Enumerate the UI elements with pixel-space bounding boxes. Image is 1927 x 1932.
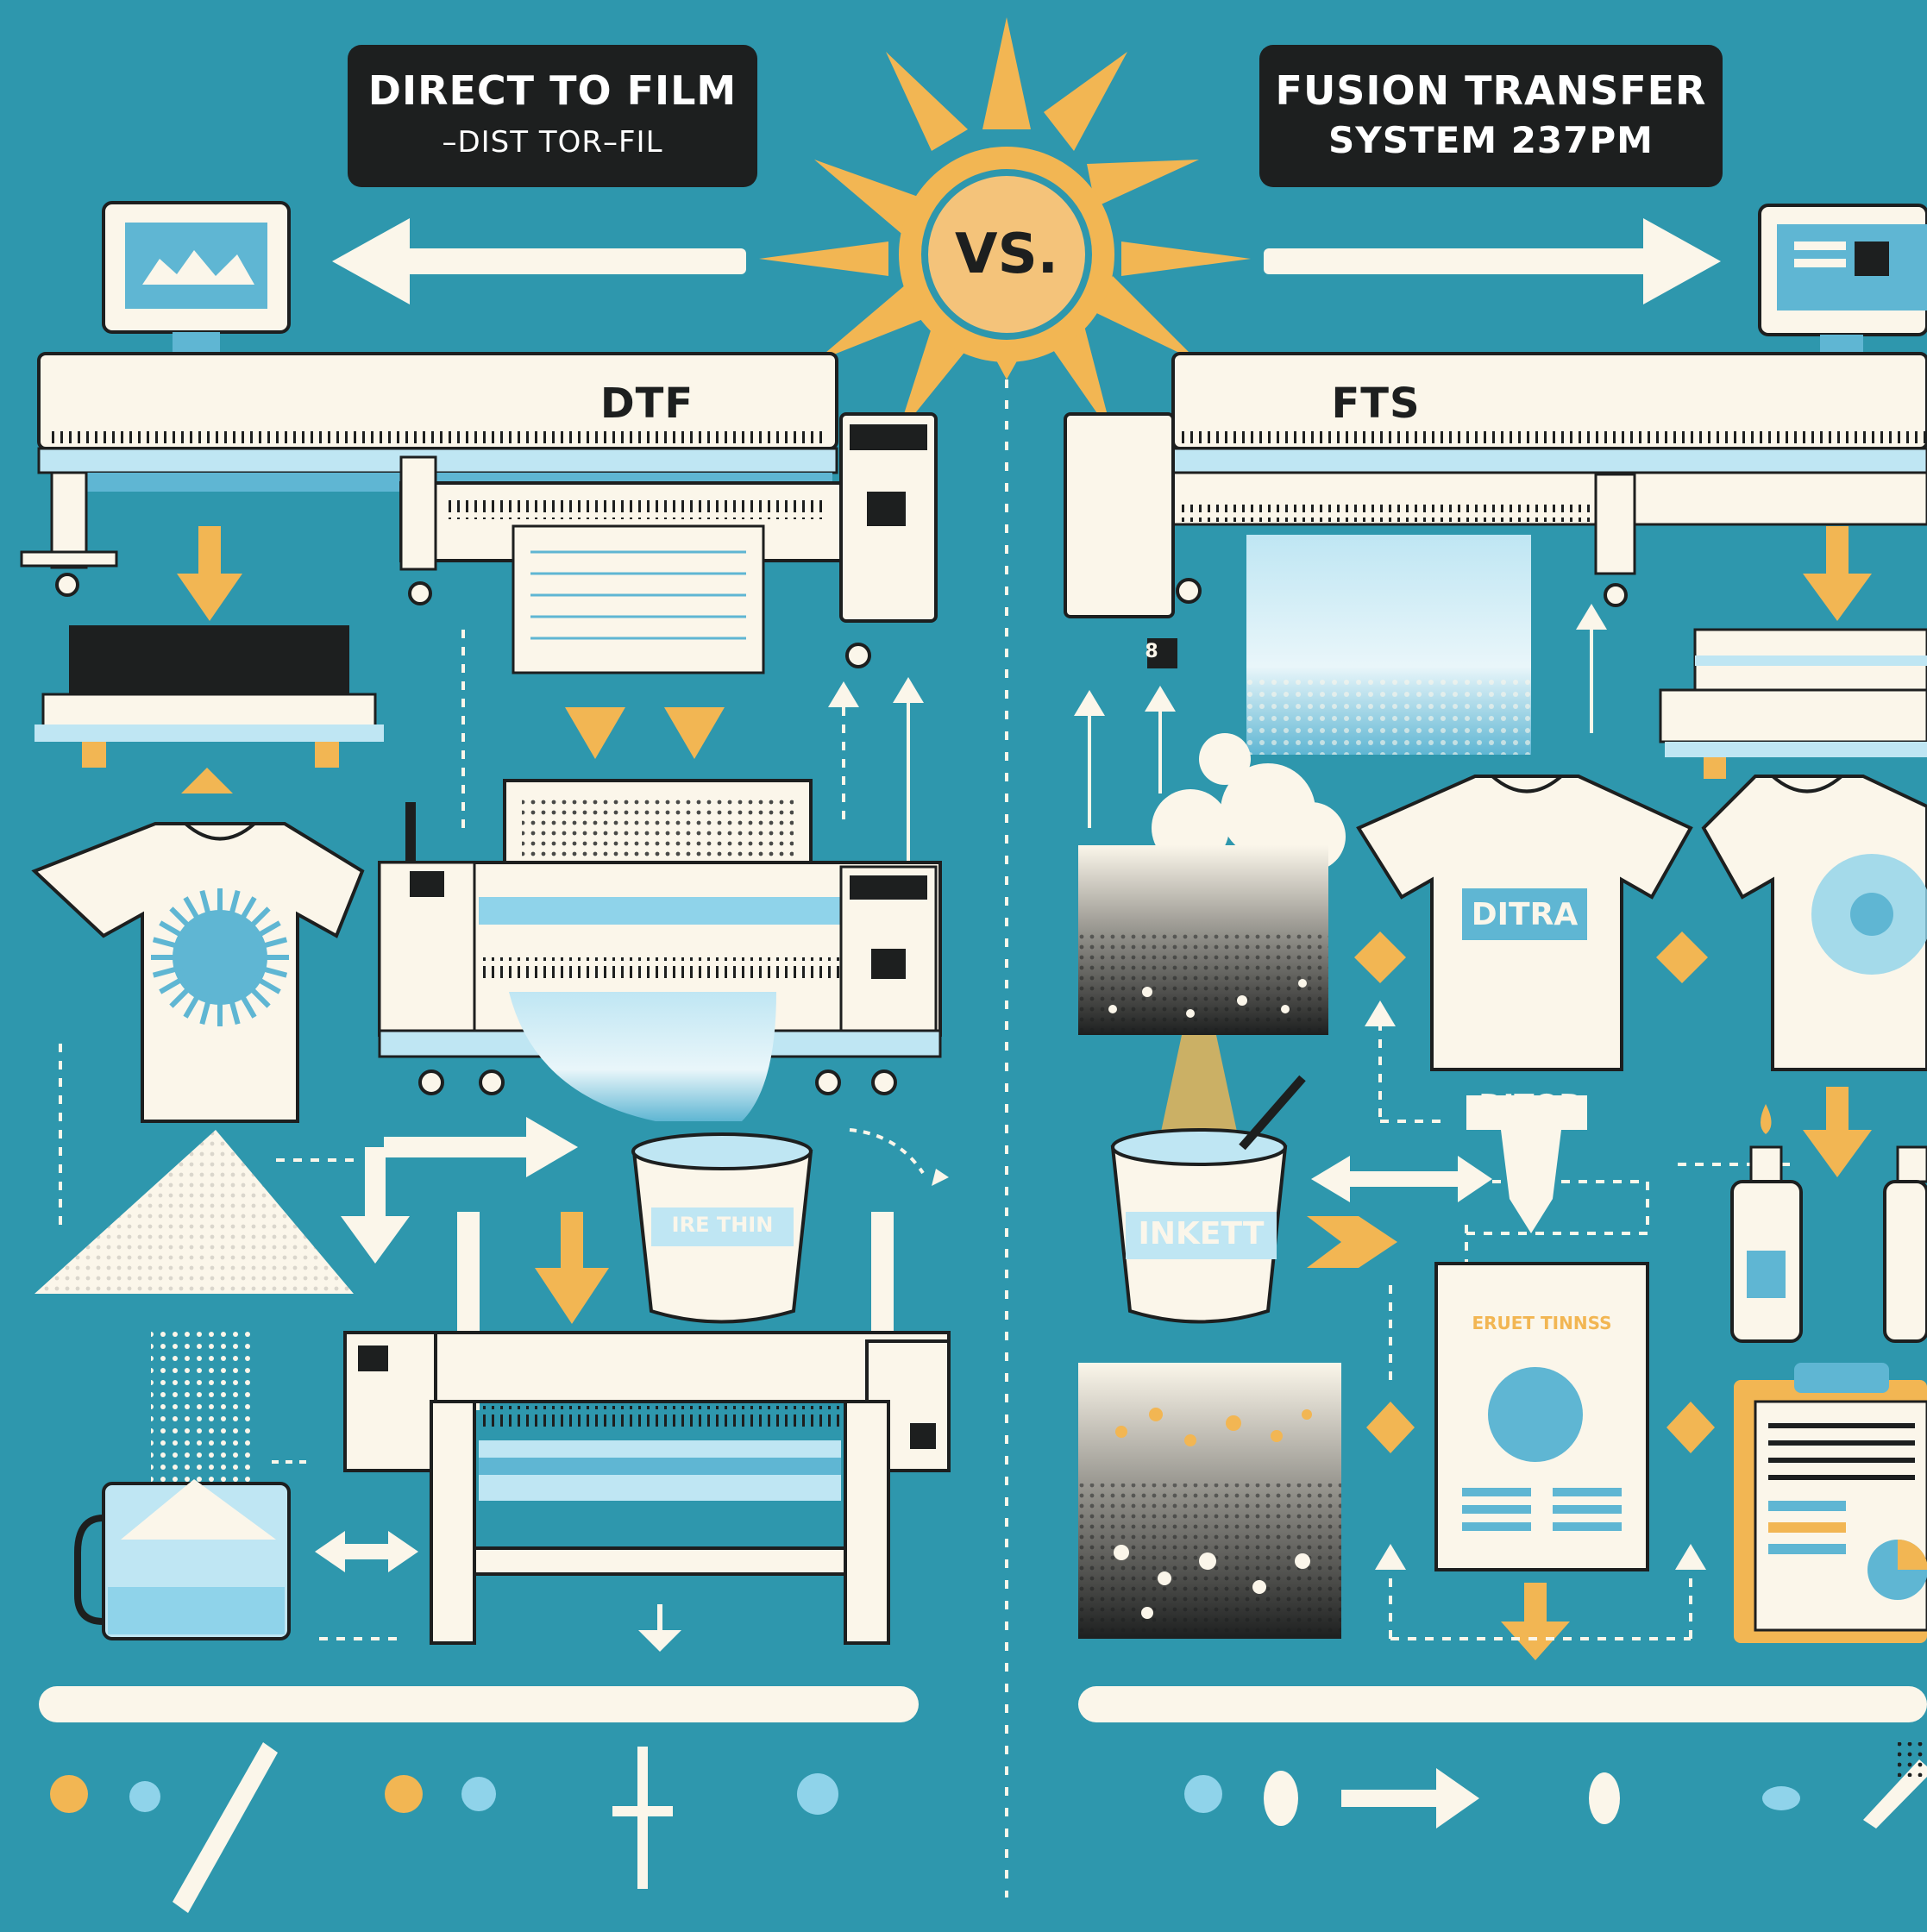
right-header-subtitle: SYSTEM 237PM <box>1328 119 1654 161</box>
spray-stream <box>1156 1035 1242 1156</box>
pen-icon-right <box>1863 1742 1927 1828</box>
bottle-icon-1 <box>1730 1104 1803 1343</box>
diamond-right-2 <box>1667 1402 1715 1453</box>
burst-ray <box>256 964 288 978</box>
monitor-icon-right <box>1758 204 1927 367</box>
falling-powder <box>151 1328 254 1501</box>
powder-pile-icon <box>35 1130 354 1294</box>
left-bucket-label: IRE THIN <box>671 1213 774 1237</box>
heat-press-icon-right <box>1659 628 1927 779</box>
arrow-down-left-pair <box>565 707 725 759</box>
left-printer-caption: DIHIT <box>618 1548 702 1578</box>
burst-ray <box>159 974 188 994</box>
printer-icon-dtf-bottom <box>343 1331 951 1645</box>
mug-icon <box>74 1479 291 1640</box>
burst-ray <box>169 906 195 932</box>
left-header-subtitle: –DIST TOR–FIL <box>442 125 663 160</box>
pencil-icon <box>173 1742 278 1913</box>
fts-printer-label: FTS <box>1331 380 1421 428</box>
printer-icon-dtf-middle <box>378 779 942 1121</box>
burst-ray <box>227 889 241 921</box>
diamond-right <box>1656 932 1708 983</box>
monitor-icon-left <box>102 201 291 367</box>
burst-ray <box>199 994 213 1026</box>
clipboard-icon <box>1734 1363 1927 1643</box>
dotted-curve-left <box>849 1128 925 1175</box>
bottom-bar-left <box>39 1686 919 1722</box>
dtf-printer-label: DTF <box>599 380 694 428</box>
left-header-title: DIRECT TO FILM <box>367 67 738 114</box>
burst-ray <box>159 920 188 941</box>
sprout-icon <box>612 1747 673 1889</box>
tshirt-icon-right-2 <box>1701 775 1927 1071</box>
poster-icon <box>1434 1262 1649 1571</box>
burst-ray <box>252 920 281 941</box>
printer-icon-dtf-top <box>20 352 938 674</box>
sun-icon <box>759 17 1251 436</box>
burst-ray <box>252 974 281 994</box>
burst-ray <box>152 937 184 950</box>
burst-ray <box>245 906 271 932</box>
arrow-down-right-2 <box>1803 1087 1872 1177</box>
arrow-left-top <box>332 218 746 304</box>
ink-bucket-icon-right <box>1110 1075 1306 1324</box>
arrow-right-top <box>1264 218 1721 304</box>
burst-ray <box>199 889 213 921</box>
arrow-bracket-left <box>365 1137 539 1225</box>
arrow-down-right-1 <box>1803 526 1872 621</box>
burst-ray <box>183 896 204 925</box>
bottom-bar-right <box>1078 1686 1927 1722</box>
shirt-caption: DITOD <box>1478 1088 1584 1123</box>
diamond-left-2 <box>1366 1402 1415 1453</box>
burst-ray <box>256 937 288 950</box>
tshirt-icon-right-1 <box>1356 775 1693 1071</box>
tshirt-icon-left <box>31 822 365 1123</box>
burst-ray <box>169 982 195 1008</box>
left-header-box <box>348 45 757 187</box>
poster-title: ERUET TINNSS <box>1472 1313 1612 1333</box>
right-header-title: FUSION TRANSFER <box>1275 67 1707 114</box>
right-bucket-label: INKETT <box>1138 1216 1265 1251</box>
burst-ray <box>236 896 257 925</box>
vs-label: VS. <box>955 223 1058 286</box>
bottle-icon-2 <box>1883 1145 1927 1343</box>
printer-icon-fts-top <box>1064 352 1927 755</box>
diamond-left <box>1354 932 1406 983</box>
arrow-down-left-2 <box>535 1212 609 1324</box>
right-header-box <box>1259 45 1723 187</box>
burst-ray <box>236 989 257 1019</box>
arrow-double-left <box>315 1531 418 1572</box>
burst-ray <box>227 994 241 1026</box>
arrow-right-bottom <box>1341 1768 1479 1828</box>
arrow-up-left-small <box>181 768 233 794</box>
burst-ray <box>245 982 271 1008</box>
burst-ray <box>152 964 184 978</box>
arrow-double-right <box>1311 1156 1492 1202</box>
burst-ray <box>183 989 204 1019</box>
arrow-down-right-3 <box>1501 1583 1570 1660</box>
arrow-down-left-1 <box>177 526 242 621</box>
right-printer-badge: 8 <box>1145 641 1158 662</box>
shirt-label: DITRA <box>1471 897 1579 932</box>
arrow-right-orange <box>1307 1216 1397 1268</box>
ink-bucket-icon-left <box>631 1132 813 1324</box>
heat-press-icon-left <box>35 625 384 768</box>
drop-icon <box>1264 1771 1298 1826</box>
